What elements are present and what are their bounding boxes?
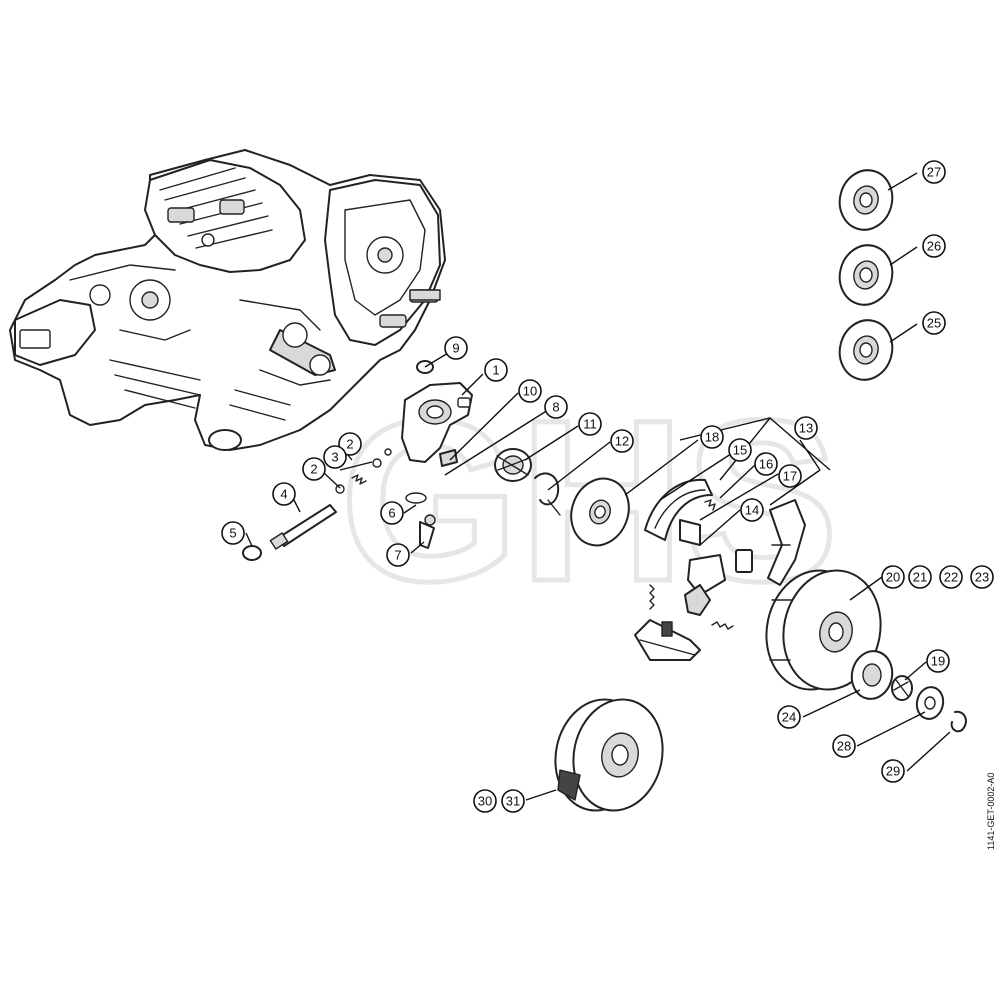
engine-housing-illustration xyxy=(9,149,446,451)
callout-21-label: 21 xyxy=(913,570,927,585)
callout-31: 31 xyxy=(501,789,525,813)
callout-12-label: 12 xyxy=(615,434,629,449)
callout-16: 16 xyxy=(754,452,778,476)
callout-19-label: 19 xyxy=(931,654,945,669)
callout-13: 13 xyxy=(794,416,818,440)
callout-13-label: 13 xyxy=(799,421,813,436)
callout-26-label: 26 xyxy=(927,239,941,254)
callout-26: 26 xyxy=(922,234,946,258)
callout-17: 17 xyxy=(778,464,802,488)
rim-sprocket-27-illustration xyxy=(838,169,894,231)
callout-28-label: 28 xyxy=(837,739,851,754)
callout-2a-label: 2 xyxy=(346,437,353,452)
callout-31-label: 31 xyxy=(506,794,520,809)
callout-2a: 2 xyxy=(338,432,362,456)
diagram-reference-code: 1141-GET-0002-A0 xyxy=(986,773,996,850)
callout-24: 24 xyxy=(777,705,801,729)
callout-20-label: 20 xyxy=(886,570,900,585)
rim-sprocket-25-illustration xyxy=(838,319,894,381)
callout-27: 27 xyxy=(922,160,946,184)
callout-4: 4 xyxy=(272,482,296,506)
callout-14: 14 xyxy=(740,498,764,522)
callout-1-label: 1 xyxy=(492,363,499,378)
callout-5-label: 5 xyxy=(229,526,236,541)
spur-sprocket-and-bearing-illustration xyxy=(850,650,967,733)
callout-30-label: 30 xyxy=(478,794,492,809)
callout-7-label: 7 xyxy=(394,548,401,563)
callout-11-label: 11 xyxy=(583,417,597,432)
callout-3: 3 xyxy=(323,445,347,469)
thrust-washer-illustration xyxy=(570,477,630,547)
callout-20: 20 xyxy=(881,565,905,589)
oil-pump-small-parts-illustration xyxy=(242,448,436,561)
callout-12: 12 xyxy=(610,429,634,453)
callout-9: 9 xyxy=(444,336,468,360)
callout-5: 5 xyxy=(221,521,245,545)
callout-10-label: 10 xyxy=(523,384,537,399)
callout-9-label: 9 xyxy=(452,341,459,356)
callout-18: 18 xyxy=(700,425,724,449)
callout-25: 25 xyxy=(922,311,946,335)
leader-lines xyxy=(245,172,951,801)
callout-29: 29 xyxy=(881,759,905,783)
callout-8: 8 xyxy=(544,395,568,419)
clutch-assembly-illustration xyxy=(634,478,806,661)
callout-27-label: 27 xyxy=(927,165,941,180)
callout-19: 19 xyxy=(926,649,950,673)
callout-25-label: 25 xyxy=(927,316,941,331)
callout-22: 22 xyxy=(939,565,963,589)
callout-17-label: 17 xyxy=(783,469,797,484)
callout-11: 11 xyxy=(578,412,602,436)
callout-2b-label: 2 xyxy=(310,462,317,477)
callout-3-label: 3 xyxy=(331,450,338,465)
spur-clutch-drum-illustration xyxy=(554,698,664,812)
rim-sprocket-26-illustration xyxy=(838,244,894,306)
oil-pump-housing-illustration xyxy=(401,360,473,467)
callout-6: 6 xyxy=(380,501,404,525)
callout-8-label: 8 xyxy=(552,400,559,415)
callout-10: 10 xyxy=(518,379,542,403)
callout-7: 7 xyxy=(386,543,410,567)
callout-14-label: 14 xyxy=(745,503,759,518)
callout-6-label: 6 xyxy=(388,506,395,521)
callout-4-label: 4 xyxy=(280,487,287,502)
callout-16-label: 16 xyxy=(759,457,773,472)
callout-15: 15 xyxy=(728,438,752,462)
callout-23: 23 xyxy=(970,565,994,589)
callout-24-label: 24 xyxy=(782,710,796,725)
callout-21: 21 xyxy=(908,565,932,589)
callout-29-label: 29 xyxy=(886,764,900,779)
callout-28: 28 xyxy=(832,734,856,758)
callout-2b: 2 xyxy=(302,457,326,481)
callout-1: 1 xyxy=(484,358,508,382)
callout-15-label: 15 xyxy=(733,443,747,458)
callout-30: 30 xyxy=(473,789,497,813)
callout-22-label: 22 xyxy=(944,570,958,585)
callout-23-label: 23 xyxy=(975,570,989,585)
worm-gear-and-spring-illustration xyxy=(494,448,561,516)
callout-18-label: 18 xyxy=(705,430,719,445)
